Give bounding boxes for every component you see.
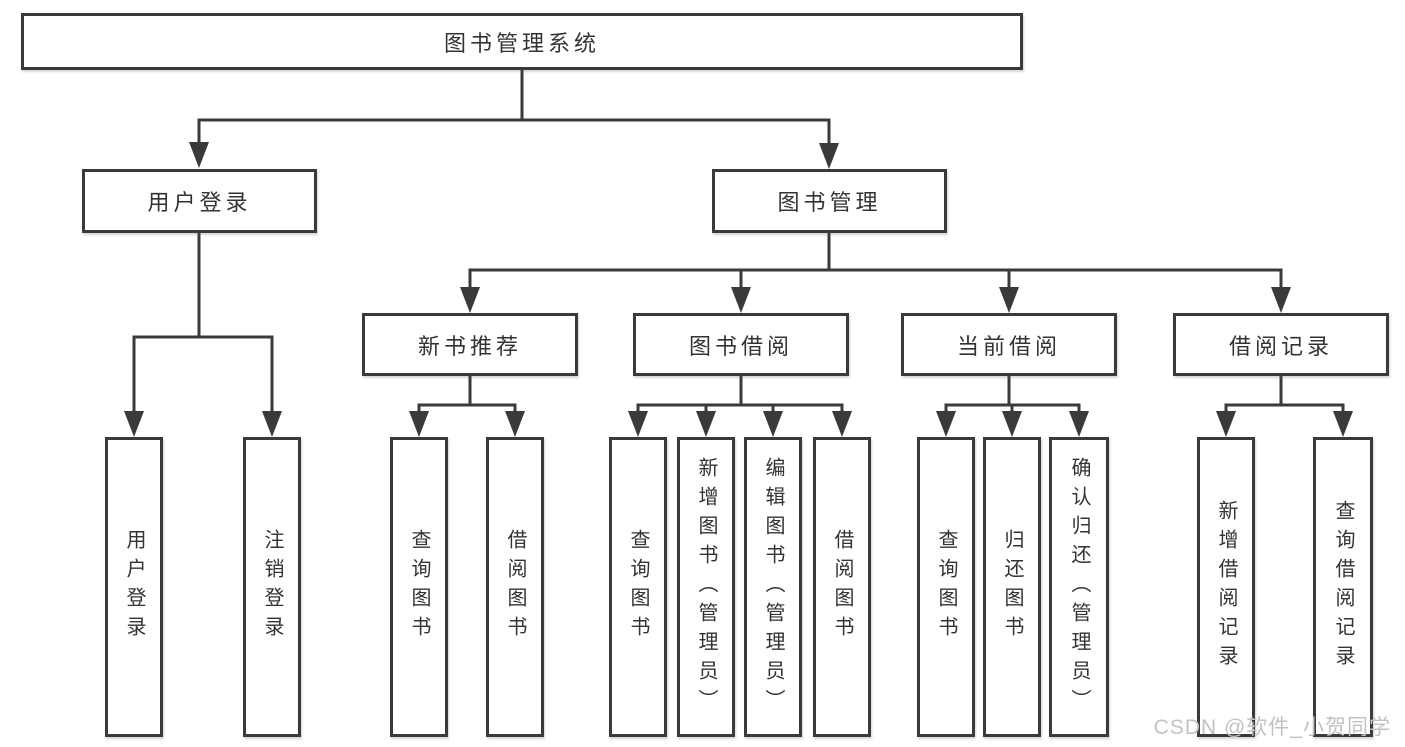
leaf-query-books-3-label: 查询图书 [935, 529, 957, 645]
node-new-book-recommend: 新书推荐 [362, 313, 578, 376]
leaf-user-login: 用户登录 [105, 437, 163, 737]
leaf-logout-label: 注销登录 [261, 529, 283, 645]
leaf-confirm-return-admin-label: 确认归还（管理员） [1068, 456, 1090, 718]
leaf-add-books-admin-label: 新增图书（管理员） [695, 456, 717, 718]
leaf-query-books-3: 查询图书 [917, 437, 975, 737]
node-borrowing-records-label: 借阅记录 [1228, 333, 1333, 359]
node-current-borrowing-label: 当前借阅 [956, 333, 1061, 359]
leaf-query-borrow-record-label: 查询借阅记录 [1332, 500, 1354, 674]
leaf-borrow-books-2-label: 借阅图书 [831, 529, 853, 645]
node-borrowing-records: 借阅记录 [1173, 313, 1389, 376]
node-book-management-label: 图书管理 [777, 190, 882, 215]
leaf-query-books-1-label: 查询图书 [408, 529, 430, 645]
leaf-return-books-label: 归还图书 [1001, 529, 1023, 645]
leaf-add-borrow-record-label: 新增借阅记录 [1215, 500, 1237, 674]
node-user-login-label: 用户登录 [147, 190, 252, 215]
leaf-query-borrow-record: 查询借阅记录 [1313, 437, 1373, 737]
node-root: 图书管理系统 [21, 13, 1023, 70]
node-root-label: 图书管理系统 [443, 30, 600, 56]
leaf-edit-books-admin: 编辑图书（管理员） [744, 437, 802, 737]
node-user-login: 用户登录 [82, 169, 317, 233]
leaf-borrow-books-1: 借阅图书 [486, 437, 544, 737]
leaf-confirm-return-admin: 确认归还（管理员） [1049, 437, 1109, 737]
watermark: CSDN @软件_小贺同学 [1153, 716, 1391, 739]
node-book-borrowing-label: 图书借阅 [688, 333, 793, 359]
leaf-query-books-2-label: 查询图书 [627, 529, 649, 645]
leaf-return-books: 归还图书 [983, 437, 1041, 737]
leaf-add-books-admin: 新增图书（管理员） [677, 437, 735, 737]
leaf-edit-books-admin-label: 编辑图书（管理员） [762, 456, 784, 718]
leaf-borrow-books-1-label: 借阅图书 [504, 529, 526, 645]
leaf-query-books-2: 查询图书 [609, 437, 667, 737]
node-new-book-recommend-label: 新书推荐 [417, 333, 522, 359]
leaf-borrow-books-2: 借阅图书 [813, 437, 871, 737]
leaf-add-borrow-record: 新增借阅记录 [1197, 437, 1255, 737]
node-book-borrowing: 图书借阅 [633, 313, 849, 376]
node-current-borrowing: 当前借阅 [901, 313, 1117, 376]
leaf-logout: 注销登录 [243, 437, 301, 737]
node-book-management: 图书管理 [712, 169, 947, 233]
leaf-user-login-label: 用户登录 [123, 529, 145, 645]
leaf-query-books-1: 查询图书 [390, 437, 448, 737]
